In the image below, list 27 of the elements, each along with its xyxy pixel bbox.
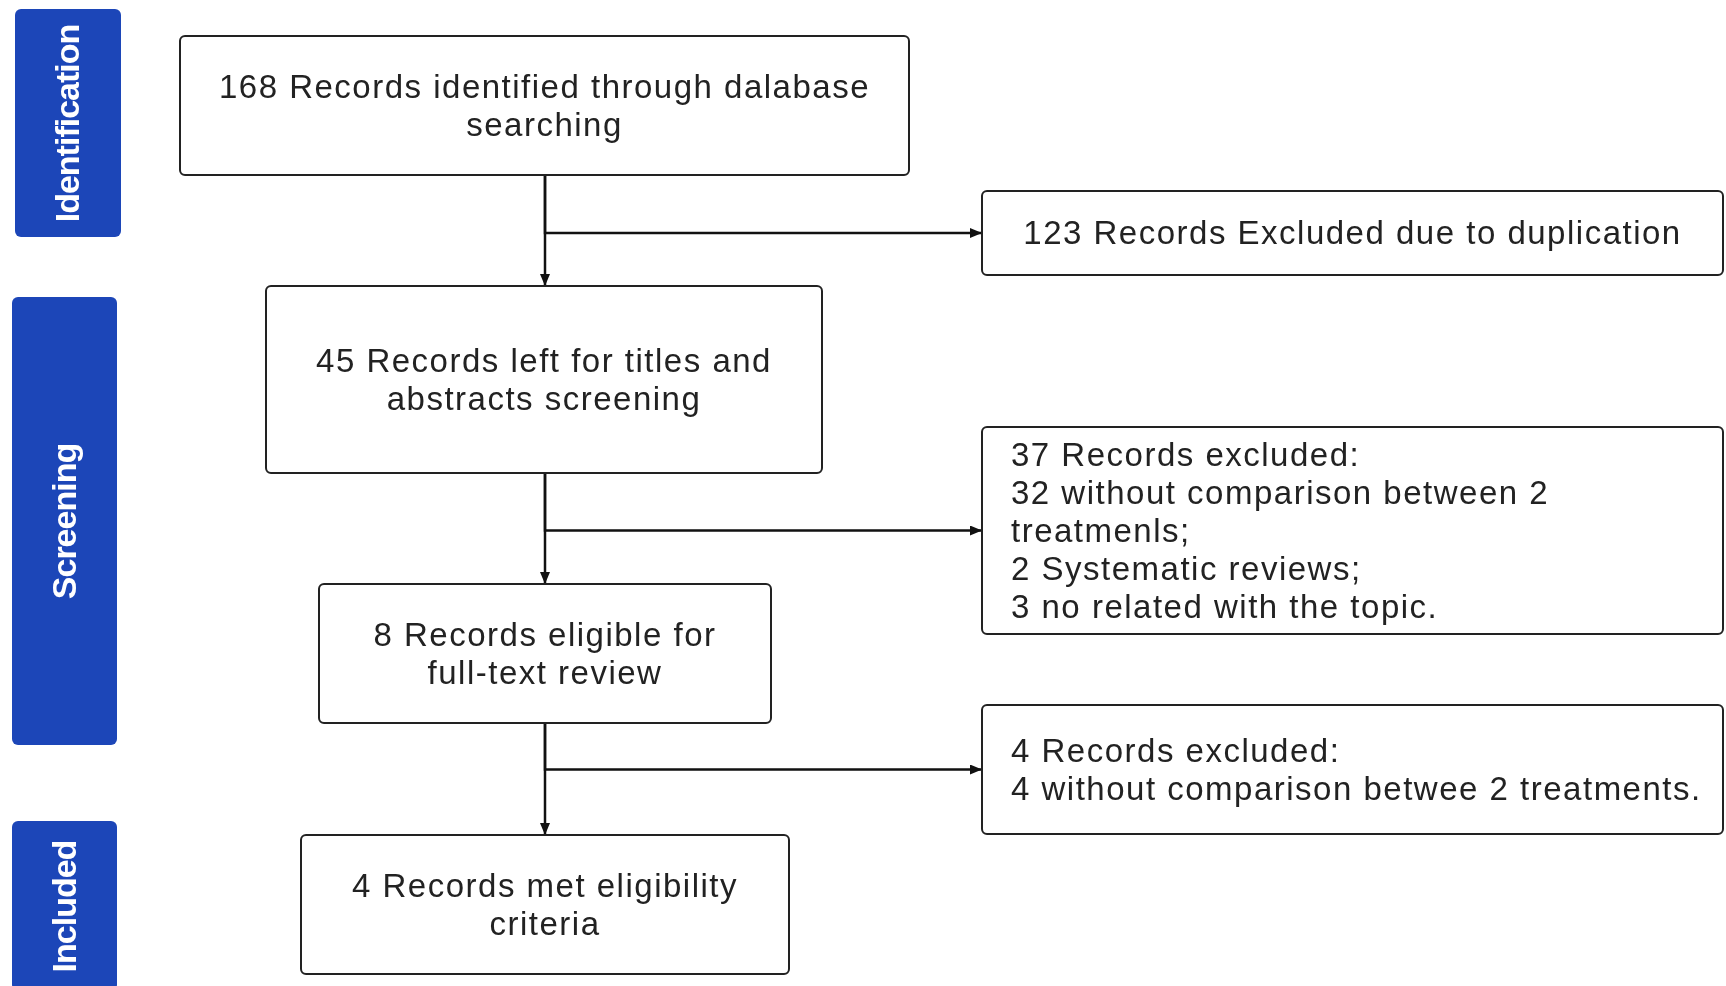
box-text: 8 Records eligible for full-text review: [372, 615, 718, 692]
box-text: 4 Records met eligibility criteria: [351, 866, 739, 943]
box-text: 3 no related with the topic.: [1011, 587, 1439, 626]
exclusion-box: [981, 704, 1724, 835]
stage-band: [15, 9, 121, 237]
box-text: 32 without comparison between 2 treatmenls;: [1011, 473, 1551, 550]
box-text: 45 Records left for titles and abstracts screening: [315, 341, 773, 418]
arrow: [543, 724, 982, 775]
box-text: 2 Systematic reviews;: [1011, 549, 1362, 588]
process-box: [179, 35, 910, 176]
stage-label: Screening: [45, 443, 84, 599]
process-box: [318, 583, 772, 724]
process-box: [300, 834, 790, 975]
stage-band: [12, 821, 117, 986]
arrow: [543, 176, 982, 238]
process-box: [265, 285, 823, 474]
exclusion-box: [981, 426, 1724, 635]
stage-label: Identification: [48, 24, 88, 222]
arrow: [543, 474, 982, 536]
box-text: 37 Records excluded:: [1011, 435, 1361, 474]
box-text: 168 Records identified through dalabase searching: [217, 67, 872, 144]
box-text: 4 Records excluded:: [1011, 731, 1341, 770]
box-text: 123 Records Excluded due to duplication: [1023, 214, 1682, 252]
box-text: 4 without comparison betwee 2 treatments.: [1011, 769, 1702, 808]
stage-band: [12, 297, 117, 745]
process-box: [981, 190, 1724, 276]
stage-label: Included: [45, 840, 84, 972]
